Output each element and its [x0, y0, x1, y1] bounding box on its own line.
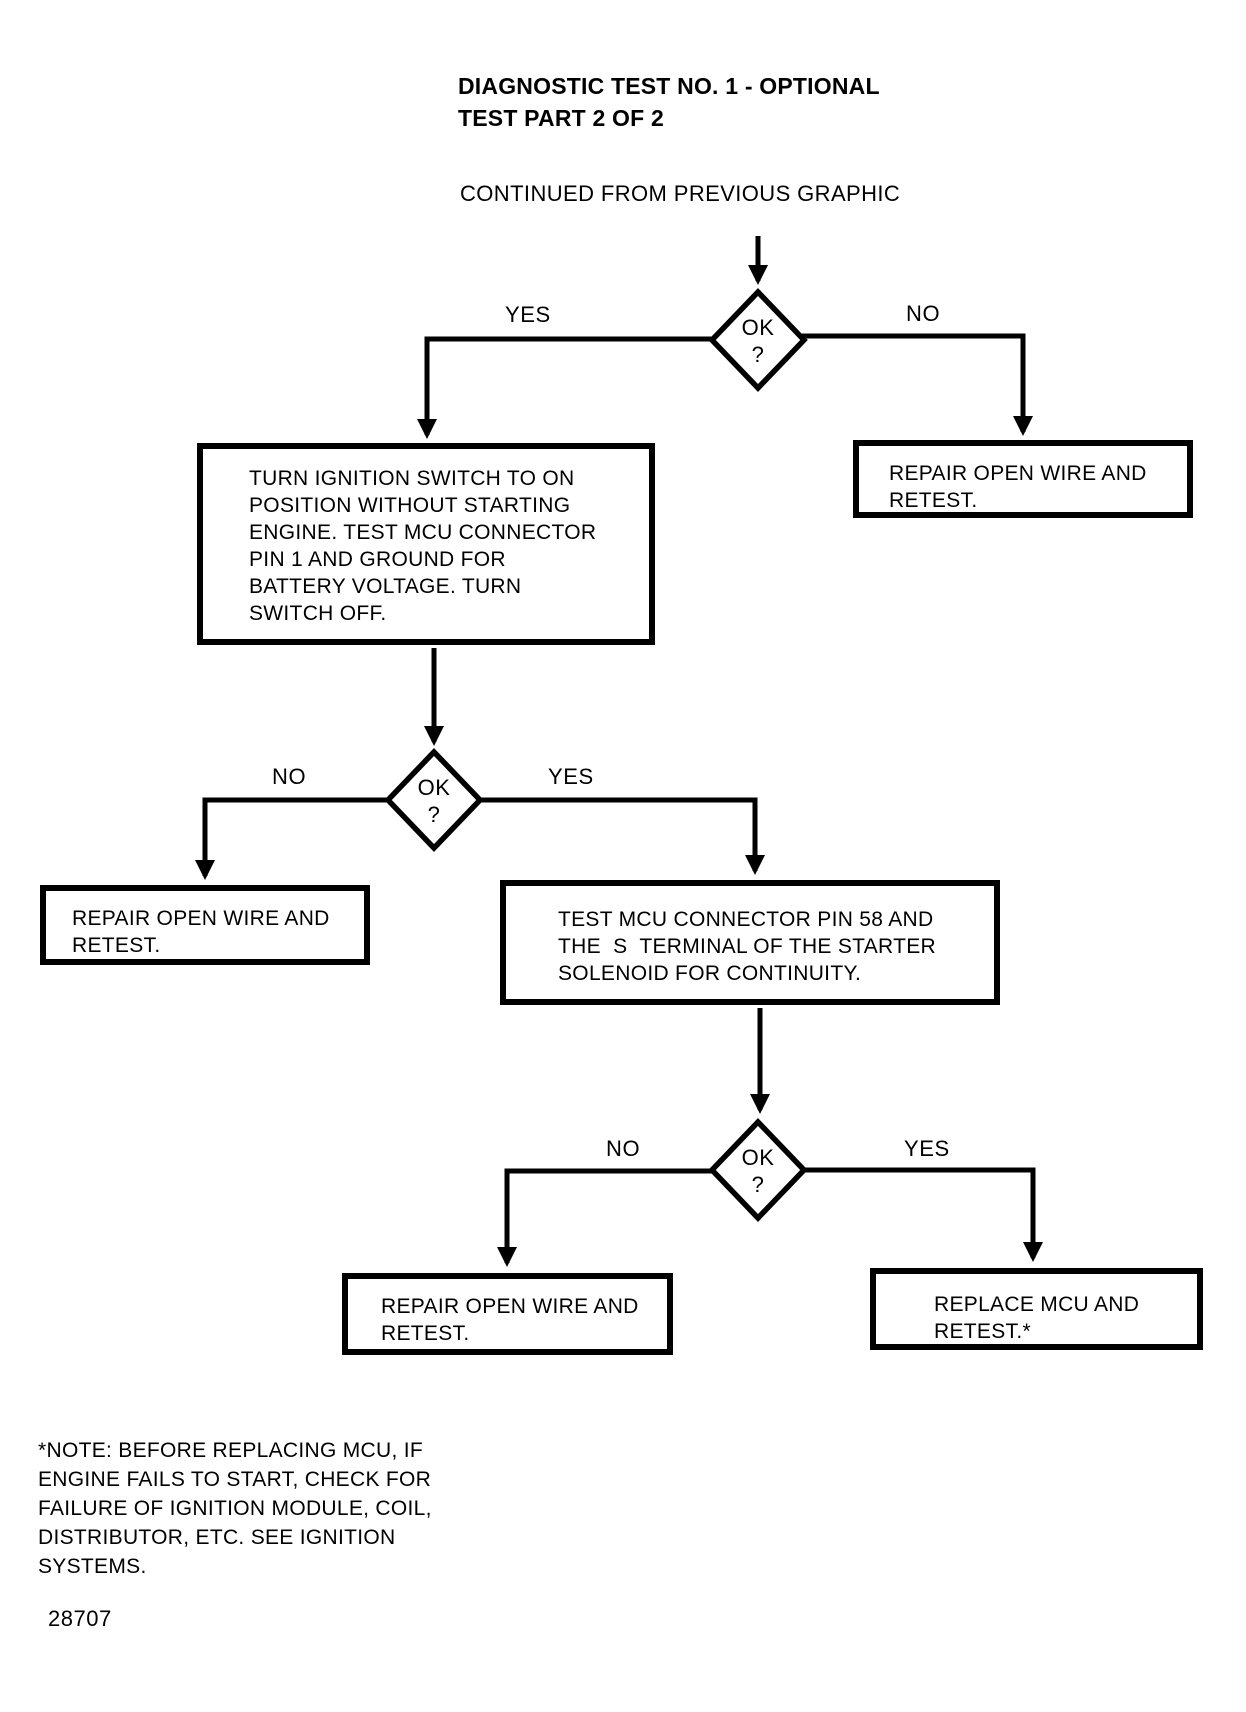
decision-1-no-label: NO — [906, 301, 941, 326]
connector-d3-no-to-repair-3 — [497, 1168, 712, 1267]
decision-3-no-label: NO — [606, 1136, 641, 1161]
decision-1-question: OK — [741, 315, 775, 340]
page-title-line2: TEST PART 2 OF 2 — [458, 105, 664, 131]
decision-1-label: OK ? — [713, 314, 803, 368]
decision-3-yes-label: YES — [904, 1136, 950, 1161]
result-box-repair-open-wire-1: REPAIR OPEN WIRE AND RETEST. — [853, 440, 1193, 518]
decision-2-question: OK — [417, 775, 451, 800]
decision-1-question-mark: ? — [751, 342, 765, 367]
page-title: DIAGNOSTIC TEST NO. 1 - OPTIONAL TEST PA… — [458, 70, 880, 134]
decision-2-yes-label: YES — [548, 764, 594, 789]
continued-from-label: CONTINUED FROM PREVIOUS GRAPHIC — [460, 181, 901, 206]
connector-d3-yes-to-replace-mcu — [802, 1167, 1043, 1262]
figure-number: 28707 — [48, 1606, 112, 1631]
page-title-line1: DIAGNOSTIC TEST NO. 1 - OPTIONAL — [458, 73, 880, 99]
decision-diamond-1 — [708, 288, 808, 392]
connector-d1-no-to-repair-1 — [802, 333, 1033, 436]
step-box-turn-ignition-switch: TURN IGNITION SWITCH TO ON POSITION WITH… — [197, 443, 655, 645]
decision-3-question: OK — [741, 1145, 775, 1170]
result-box-repair-open-wire-2: REPAIR OPEN WIRE AND RETEST. — [40, 885, 370, 965]
connector-d2-no-to-repair-2 — [195, 797, 390, 880]
decision-diamond-2 — [384, 748, 484, 852]
result-box-repair-open-wire-3: REPAIR OPEN WIRE AND RETEST. — [342, 1273, 673, 1355]
decision-diamond-3 — [708, 1118, 808, 1222]
decision-3-label: OK ? — [713, 1144, 803, 1198]
decision-3-question-mark: ? — [751, 1172, 765, 1197]
connector-d2-yes-to-test-pin58 — [478, 797, 765, 875]
result-box-replace-mcu: REPLACE MCU AND RETEST.* — [870, 1268, 1203, 1350]
decision-2-question-mark: ? — [427, 802, 441, 827]
decision-2-label: OK ? — [389, 774, 479, 828]
decision-2-no-label: NO — [272, 764, 307, 789]
footnote: *NOTE: BEFORE REPLACING MCU, IF ENGINE F… — [38, 1439, 432, 1578]
step-box-test-pin-58: TEST MCU CONNECTOR PIN 58 AND THE S TERM… — [500, 880, 1000, 1005]
connector-d1-yes-to-turn-ignition — [417, 336, 714, 439]
decision-1-yes-label: YES — [505, 302, 551, 327]
